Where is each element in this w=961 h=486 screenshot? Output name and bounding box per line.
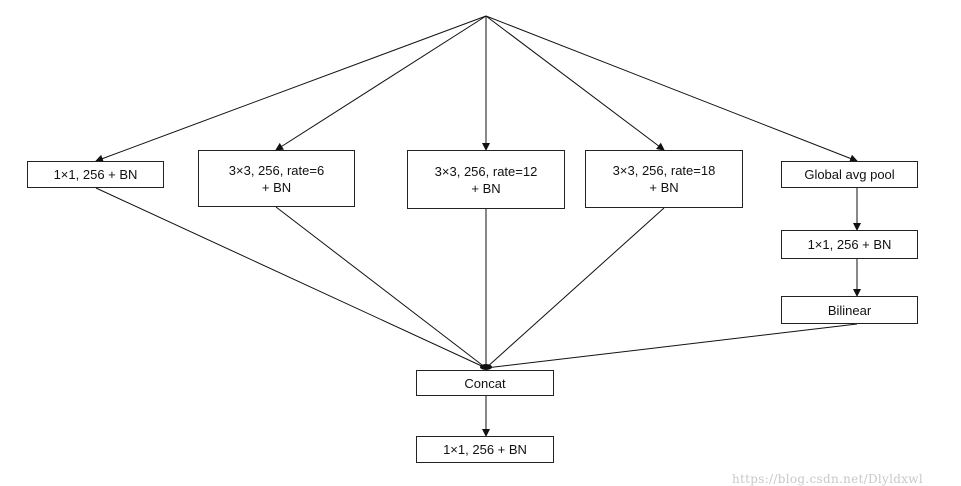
- atrous-rate6-label-line1: 3×3, 256, rate=6: [228, 162, 325, 178]
- atrous-rate6-box: 3×3, 256, rate=6 + BN: [198, 150, 355, 207]
- final-conv1x1-box: 1×1, 256 + BN: [416, 436, 554, 463]
- bilinear-box: Bilinear: [781, 296, 918, 324]
- concat-arrowhead-cluster: [480, 364, 492, 370]
- atrous-rate18-label-line2: + BN: [649, 180, 679, 195]
- pool-conv1x1-label: 1×1, 256 + BN: [807, 237, 892, 252]
- arrow-to-atrous6: [275, 15, 487, 151]
- global-avg-pool-label: Global avg pool: [804, 167, 895, 182]
- bilinear-label: Bilinear: [827, 302, 872, 318]
- arrow-to-atrous18: [485, 15, 665, 151]
- line-atrous18-to-concat: [485, 207, 665, 369]
- atrous-rate6-label-line2: + BN: [261, 179, 292, 195]
- conv1x1-box: 1×1, 256 + BN: [27, 161, 164, 188]
- atrous-rate12-box: 3×3, 256, rate=12 + BN: [407, 150, 565, 209]
- arrow-to-global-pool: [485, 15, 858, 163]
- final-conv1x1-label: 1×1, 256 + BN: [443, 442, 527, 457]
- concat-input-lines: [95, 187, 858, 369]
- conv1x1-label: 1×1, 256 + BN: [53, 167, 138, 182]
- line-bilinear-to-concat: [485, 323, 858, 369]
- line-conv1x1-to-concat: [95, 187, 487, 369]
- atrous-rate12-label-line2: + BN: [471, 180, 501, 196]
- arrow-to-conv1x1: [95, 15, 487, 163]
- atrous-rate18-label-line1: 3×3, 256, rate=18: [612, 163, 716, 178]
- atrous-rate18-box: 3×3, 256, rate=18 + BN: [585, 150, 743, 208]
- input-fanout-arrows: [95, 15, 858, 163]
- line-atrous6-to-concat: [275, 206, 487, 369]
- atrous-rate12-label-line1: 3×3, 256, rate=12: [434, 163, 538, 179]
- global-avg-pool-box: Global avg pool: [781, 161, 918, 188]
- pool-conv1x1-box: 1×1, 256 + BN: [781, 230, 918, 259]
- watermark-url: https://blog.csdn.net/Dlyldxwl: [732, 472, 924, 486]
- concat-label: Concat: [464, 375, 506, 391]
- concat-box: Concat: [416, 370, 554, 396]
